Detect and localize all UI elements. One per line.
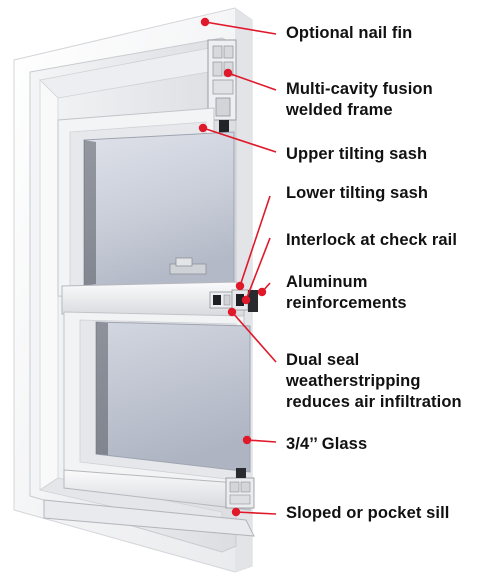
callout-line-glass [246,439,277,443]
lower-glass-edge [96,322,108,455]
callout-line-dual-seal [231,311,277,363]
upper-glass [83,131,235,289]
callout-dot-fusion-frame [223,68,233,78]
callout-dot-upper-sash [198,123,208,133]
callout-label-nail-fin: Optional nail fin [286,23,412,44]
callout-line-sill [235,511,277,515]
callout-dot-aluminum [257,287,267,297]
sill-section [225,468,255,509]
callout-label-glass: 3/4’’ Glass [286,434,367,455]
callout-label-aluminum: Aluminum reinforcements [286,272,407,314]
callout-dot-sill [231,507,241,517]
check-rail-section [209,289,258,312]
upper-glass-edge [84,140,96,286]
callout-label-line: reduces air infiltration [286,393,462,411]
callout-dot-interlock [241,295,251,305]
callout-line-nail-fin [204,21,277,35]
callout-label-lower-sash: Lower tilting sash [286,183,428,204]
callout-label-line: welded frame [286,101,393,119]
callout-label-line: Upper tilting sash [286,145,428,163]
callout-dot-nail-fin [200,17,210,27]
callout-line-fusion-frame [227,72,277,91]
sill-shape [43,499,255,537]
callout-dot-glass [242,435,252,445]
callout-label-line: weatherstripping [286,372,421,390]
lower-glass [95,321,251,473]
callout-label-fusion-frame: Multi-cavity fusion welded frame [286,79,433,121]
callout-label-line: Dual seal [286,351,360,369]
callout-line-upper-sash [202,127,277,153]
callout-label-line: Lower tilting sash [286,184,429,202]
callout-label-line: 3/4’’ Glass [286,435,368,453]
callout-label-line: Optional nail fin [286,24,413,42]
callout-label-sill: Sloped or pocket sill [286,503,449,524]
callout-line-lower-sash [239,195,271,287]
callout-line-interlock [245,237,271,301]
callout-dot-lower-sash [235,281,245,291]
callout-label-line: reinforcements [286,294,407,312]
callout-label-interlock: Interlock at check rail [286,230,457,251]
callout-label-upper-sash: Upper tilting sash [286,144,427,165]
sash-lock [169,257,207,275]
callout-label-dual-seal: Dual seal weatherstripping reduces air inf… [286,350,462,413]
frame-left-bevel [39,79,59,491]
callout-lines [198,17,277,517]
callout-label-line: Aluminum [286,273,368,291]
callout-label-line: Interlock at check rail [286,231,458,249]
callout-label-line: Sloped or pocket sill [286,504,450,522]
callout-dot-dual-seal [227,307,237,317]
bottom-rail [63,469,251,511]
callout-label-line: Multi-cavity fusion [286,80,433,98]
